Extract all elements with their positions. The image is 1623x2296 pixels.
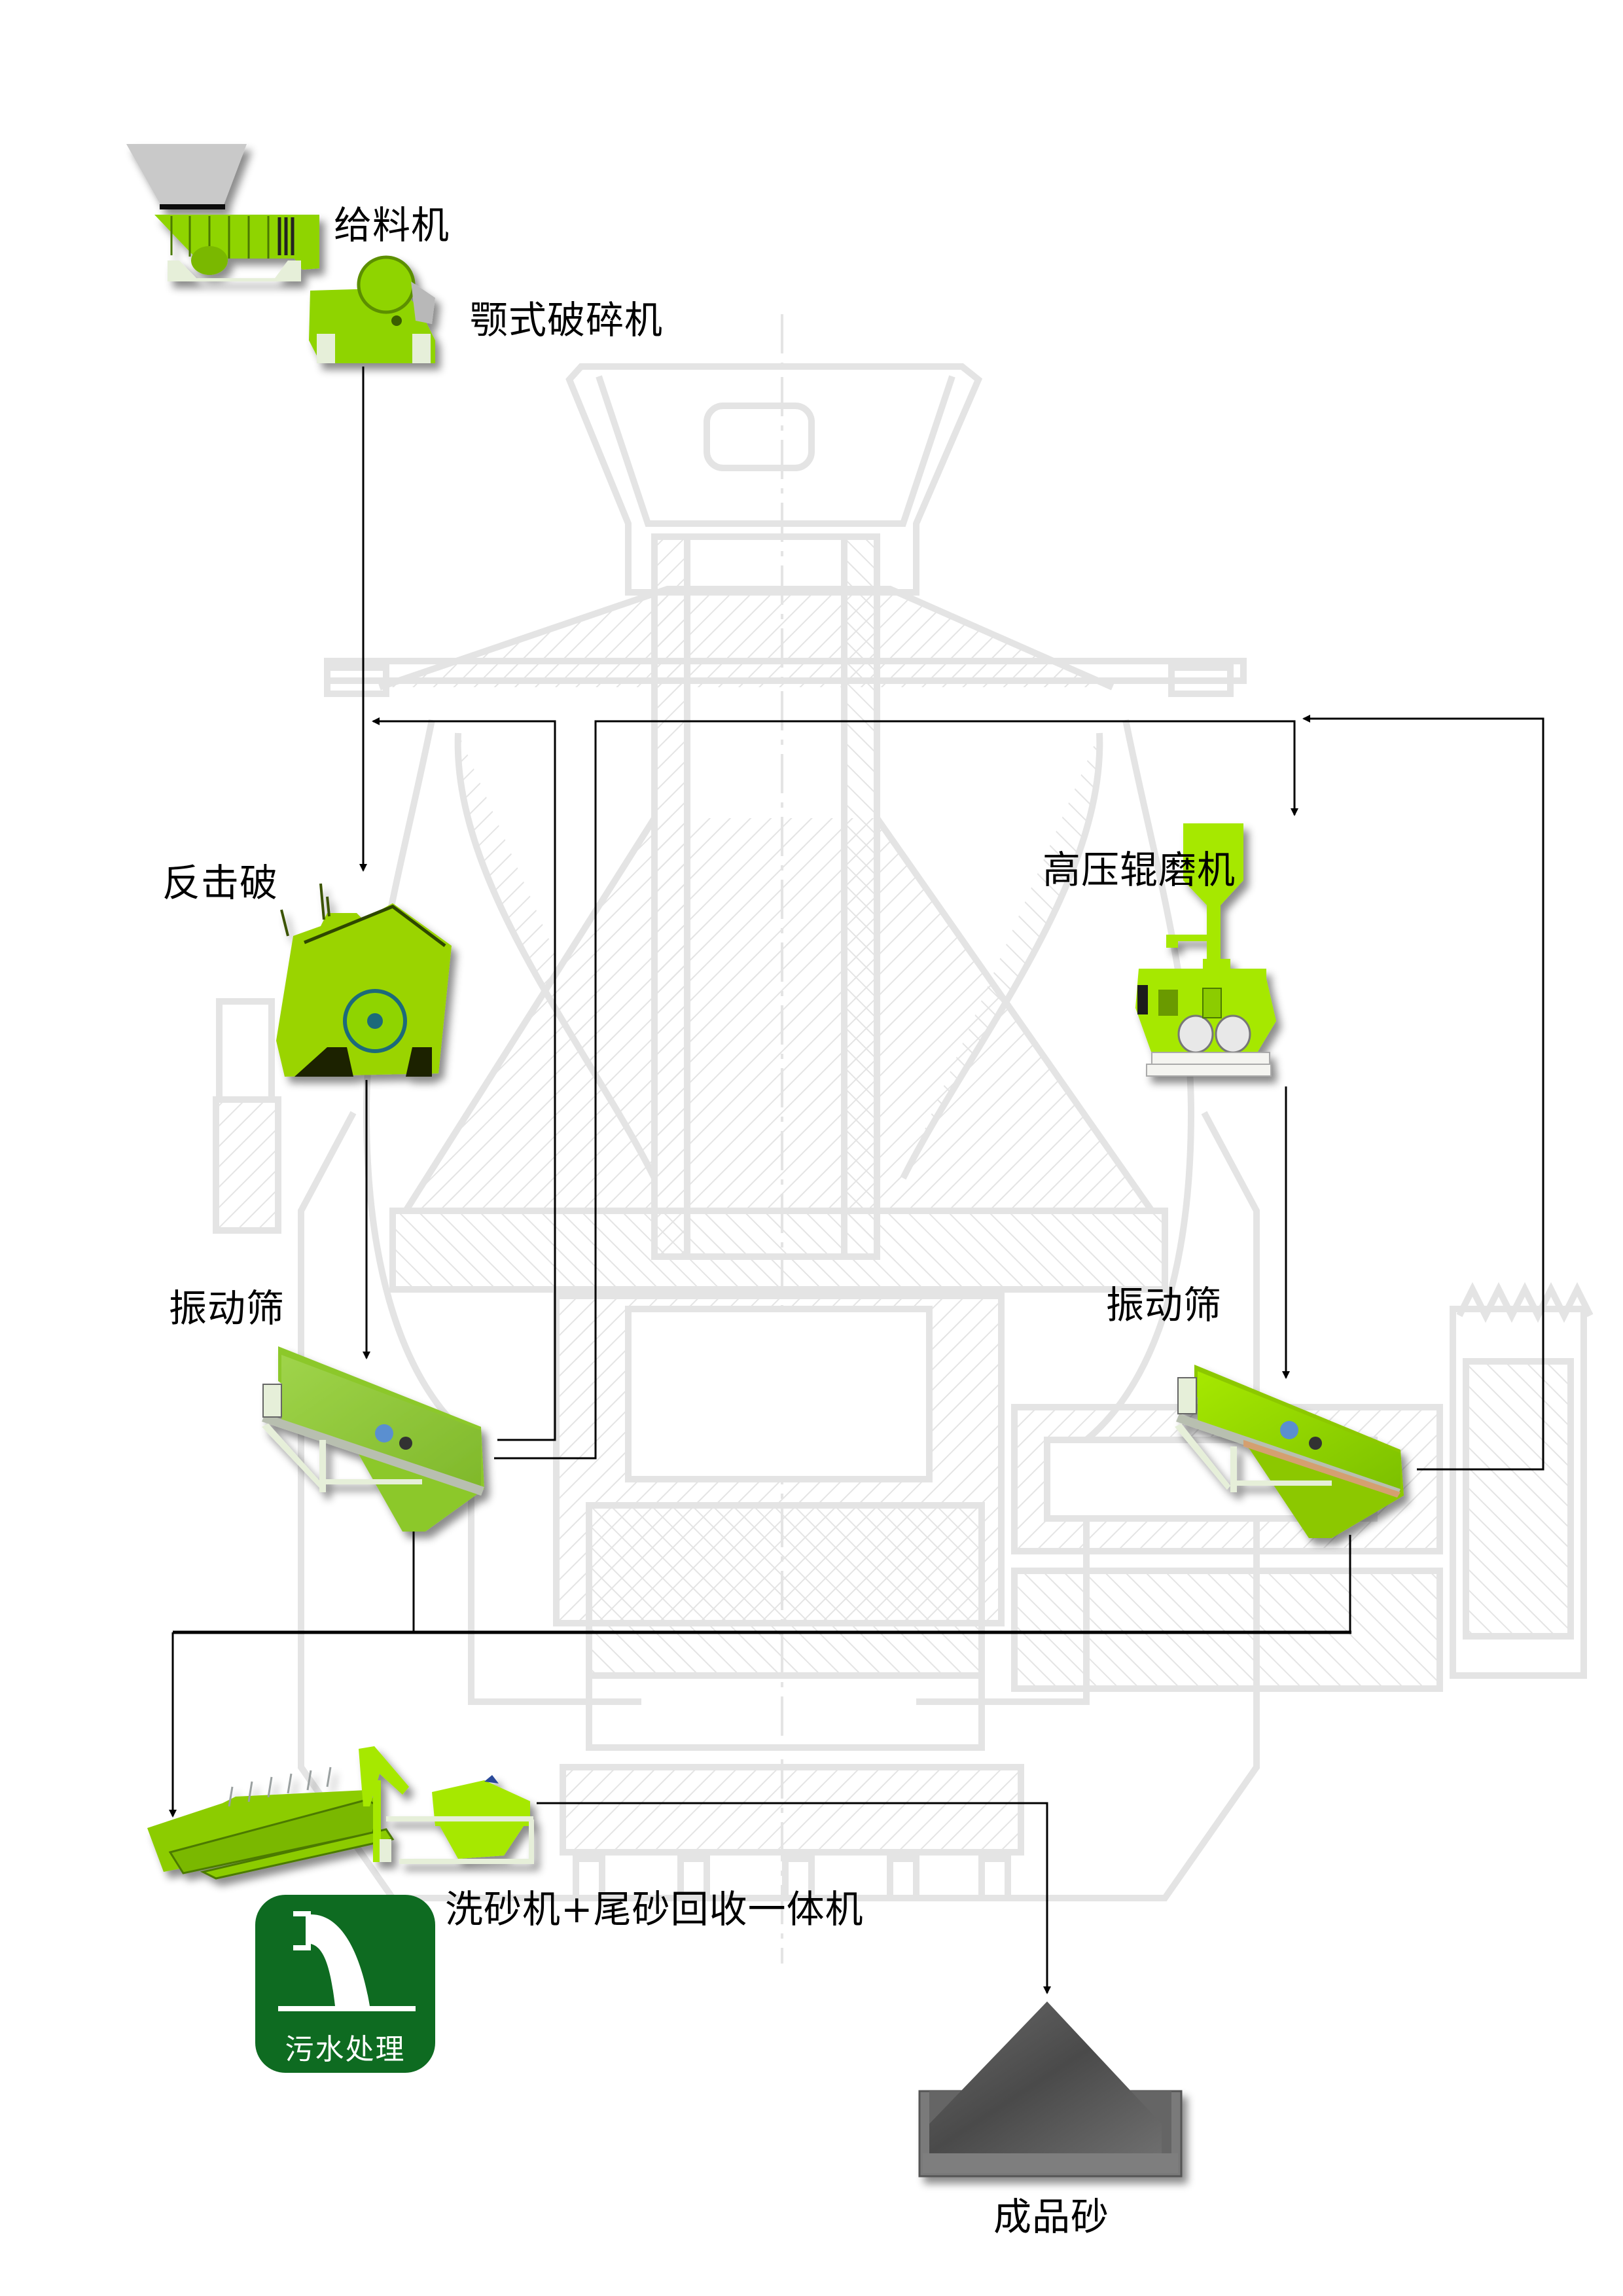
label-hpgr: 高压辊磨机 xyxy=(1043,848,1236,892)
label-screen-left: 振动筛 xyxy=(169,1286,285,1331)
vibrating-screen-icon xyxy=(1175,1365,1404,1538)
flow-screen-left-to-hpgr xyxy=(494,720,1298,1460)
wastewater-label: 污水处理 xyxy=(285,2033,406,2066)
jaw-crusher-icon xyxy=(309,255,435,363)
flow-washer-to-product xyxy=(537,1802,1051,1994)
sand-washer-icon xyxy=(147,1746,534,1880)
high-pressure-grinding-roll-icon xyxy=(1135,823,1276,1077)
vibrating-feeder-icon xyxy=(126,144,319,281)
sand-pile-icon xyxy=(918,2001,1183,2178)
label-feeder: 给料机 xyxy=(334,203,450,247)
label-screen-right: 振动筛 xyxy=(1106,1283,1222,1327)
flow-screen-right-return xyxy=(1302,715,1544,1471)
label-jaw-crusher: 颚式破碎机 xyxy=(470,298,664,342)
label-impact-crusher: 反击破 xyxy=(162,861,279,905)
vibrating-screen-icon xyxy=(262,1346,484,1532)
flow-screen-left-return xyxy=(372,717,556,1441)
wastewater-treatment-icon xyxy=(278,1911,416,2011)
impact-crusher-icon xyxy=(276,883,452,1077)
label-sand-washer: 洗砂机+尾砂回收一体机 xyxy=(445,1887,864,1931)
wastewater-treatment-badge: 污水处理 xyxy=(255,1895,435,2073)
label-product-sand: 成品砂 xyxy=(993,2195,1110,2239)
